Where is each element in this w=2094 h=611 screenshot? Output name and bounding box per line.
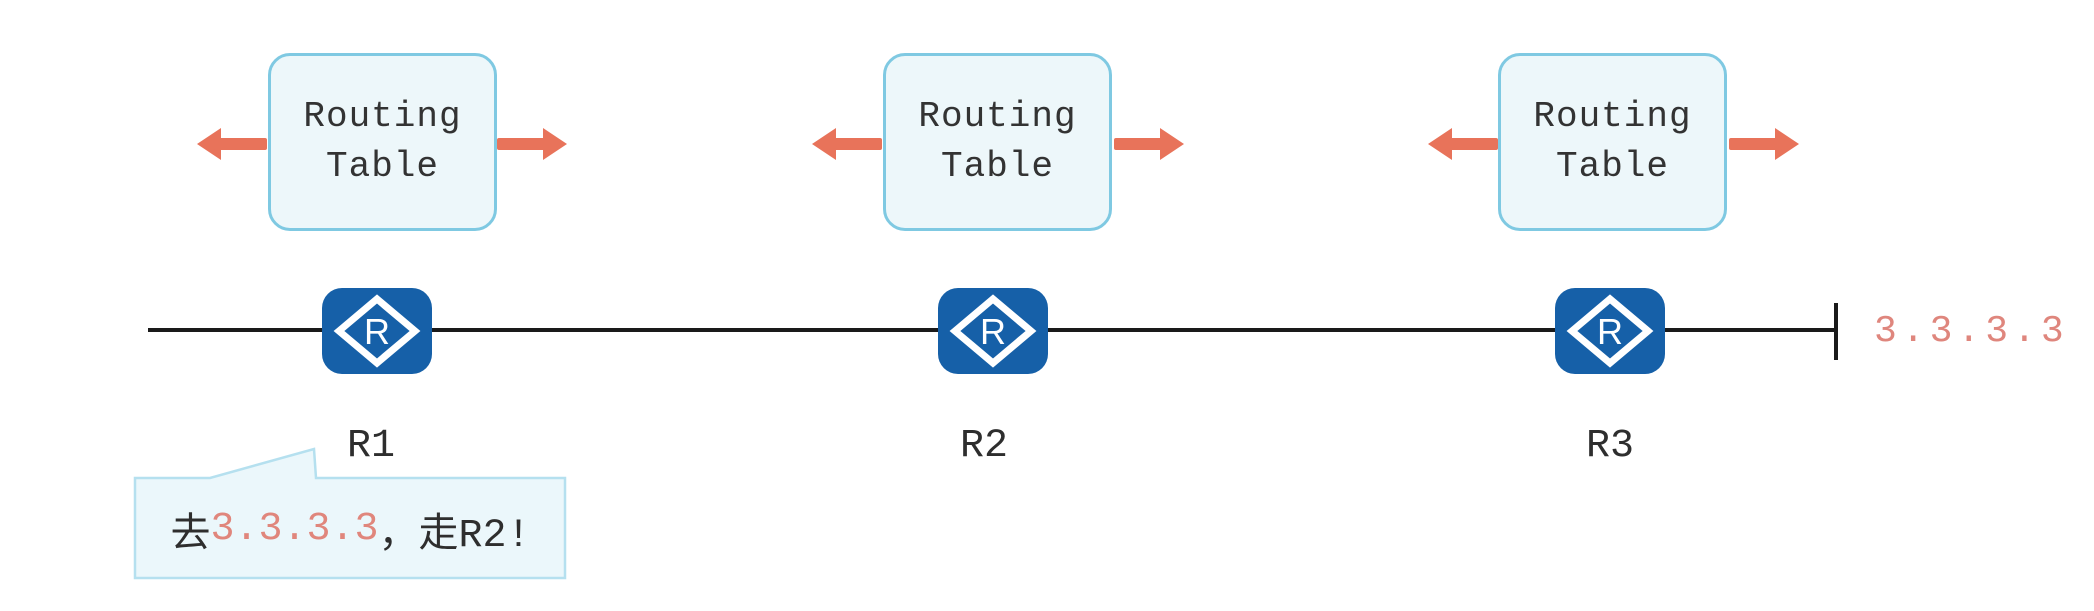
left-arrow-icon [197,128,267,160]
router-icon-r1: R [322,288,432,374]
link-end-terminator [1834,303,1838,360]
routing-table-label-line2: Table [1555,146,1670,187]
left-arrow-icon [812,128,882,160]
arrow-shaft [1729,138,1783,150]
callout-text-prefix: 去 [170,513,211,559]
router-letter: R [364,311,390,352]
right-arrow-icon [1114,128,1184,160]
arrow-shaft [497,138,551,150]
routing-table-label-line2: Table [940,146,1055,187]
routing-table-box-r1: Routing Table [268,53,497,231]
router-label-r2: R2 [959,424,1008,469]
router-icon-body [938,288,1048,374]
arrow-shaft [1114,138,1168,150]
callout-bubble [133,447,567,580]
router-icon-body [1555,288,1665,374]
router-diamond [949,294,1037,368]
routing-table-label-line2: Table [325,146,440,187]
router-icon-body [322,288,432,374]
router-letter: R [980,311,1006,352]
router-label-r1: R1 [346,424,395,469]
router-diamond [333,294,421,368]
right-arrow-icon [497,128,567,160]
routing-table-box-r2: Routing Table [883,53,1112,231]
router-label-r3: R3 [1585,424,1634,469]
router-letter: R [1597,311,1623,352]
destination-ip-label: 3.3.3.3 [1874,310,2069,353]
left-arrow-icon [1428,128,1498,160]
routing-table-label-line1: Routing [1533,96,1692,137]
arrow-shaft [213,138,267,150]
routing-table-box-r3: Routing Table [1498,53,1727,231]
arrow-shaft [1444,138,1498,150]
router-diamond [1566,294,1654,368]
routing-table-label-line1: Routing [918,96,1077,137]
callout-text-ip: 3.3.3.3 [210,506,379,552]
right-arrow-icon [1729,128,1799,160]
callout-text-suffix: ，走R2! [378,513,531,559]
router-icon-r3: R [1555,288,1665,374]
router-icon-r2: R [938,288,1048,374]
arrow-shaft [828,138,882,150]
callout-bubble-shape [133,447,567,580]
routing-table-label-line1: Routing [303,96,462,137]
